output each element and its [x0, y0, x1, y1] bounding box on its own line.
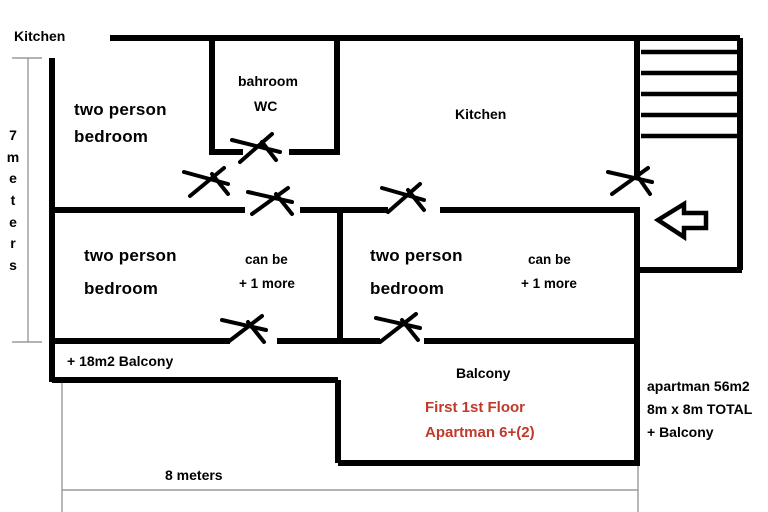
door-swing-icon-balcony-right — [374, 312, 422, 344]
room-label-bedroom-top-left-line1: two person — [74, 100, 167, 119]
summary-line2: 8m x 8m TOTAL — [647, 401, 753, 417]
vdim-char-2: e — [9, 170, 17, 187]
door-swing-marks — [182, 132, 654, 344]
vdim-char-6: s — [9, 257, 17, 274]
door-swing-icon-corridor-left — [246, 186, 294, 216]
page-title-kitchen-note: Kitchen — [14, 28, 66, 44]
room-label-bedroom-bottom-right-line1: two person — [370, 246, 463, 265]
vdim-char-1: m — [6, 148, 20, 165]
vdim-char-0: 7 — [9, 127, 17, 143]
red-caption-line2: Apartman 6+(2) — [425, 424, 535, 441]
room-label-bedroom-top-left-line2: bedroom — [74, 127, 149, 146]
door-swing-icon-balcony-left — [220, 314, 268, 344]
room-label-kitchen: Kitchen — [455, 106, 507, 122]
note-can-be-left-line1: can be — [245, 252, 288, 267]
vdim-char-4: e — [9, 213, 17, 230]
balcony-right-label: Balcony — [456, 365, 511, 381]
vertical-dimension-label: 7 m e t e r s — [4, 125, 22, 277]
arrow-left-icon — [653, 199, 709, 242]
room-label-bedroom-bottom-right-line2: bedroom — [370, 279, 445, 298]
red-caption-line1: First 1st Floor — [425, 399, 526, 416]
door-swing-icon-entrance — [606, 166, 654, 196]
balcony-left-label: + 18m2 Balcony — [67, 353, 174, 369]
note-can-be-left-line2: + 1 more — [239, 276, 295, 291]
walls — [49, 35, 743, 466]
stairs-icon — [641, 49, 738, 139]
room-label-bathroom-line2: WC — [254, 98, 278, 114]
door-swing-icon-bedroom-top-left — [182, 166, 230, 198]
vdim-char-5: r — [10, 235, 16, 252]
room-label-bathroom-line1: bahroom — [238, 73, 298, 89]
dimension-lines — [12, 57, 639, 512]
door-swing-icon-corridor-right — [380, 182, 426, 214]
note-can-be-right-line1: can be — [528, 252, 571, 267]
summary-line3: + Balcony — [647, 424, 714, 440]
room-label-bedroom-bottom-left-line2: bedroom — [84, 279, 159, 298]
vdim-char-3: t — [10, 192, 16, 209]
door-swing-icon-bathroom — [230, 132, 282, 164]
summary-line1: apartman 56m2 — [647, 378, 750, 394]
horizontal-dimension-label: 8 meters — [165, 467, 223, 483]
room-label-bedroom-bottom-left-line1: two person — [84, 246, 177, 265]
note-can-be-right-line2: + 1 more — [521, 276, 577, 291]
